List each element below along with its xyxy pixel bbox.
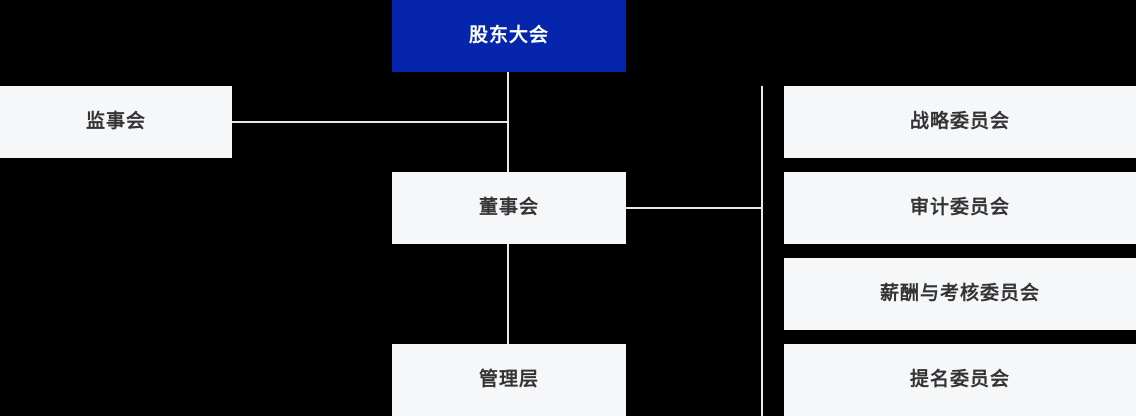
- node-board-of-directors-label: 董事会: [478, 196, 539, 218]
- connector-board-to-committee-trunk: [626, 207, 762, 209]
- node-shareholders-meeting-label: 股东大会: [468, 24, 549, 46]
- node-board-of-supervisors-label: 监事会: [85, 110, 146, 132]
- node-nomination-committee[interactable]: 提名委员会: [784, 344, 1136, 416]
- node-management[interactable]: 管理层: [392, 344, 626, 416]
- node-audit-committee-label: 审计委员会: [909, 196, 1010, 218]
- connector-board-to-management: [507, 244, 509, 344]
- node-nomination-committee-label: 提名委员会: [909, 368, 1010, 390]
- node-board-of-supervisors[interactable]: 监事会: [0, 86, 232, 158]
- connector-committee-trunk: [761, 86, 763, 416]
- node-strategy-committee[interactable]: 战略委员会: [784, 86, 1136, 158]
- node-management-label: 管理层: [478, 368, 539, 390]
- node-shareholders-meeting[interactable]: 股东大会: [392, 0, 626, 72]
- node-audit-committee[interactable]: 审计委员会: [784, 172, 1136, 244]
- connector-supervisors-to-spine: [232, 121, 509, 123]
- node-remuneration-committee-label: 薪酬与考核委员会: [879, 282, 1040, 304]
- node-board-of-directors[interactable]: 董事会: [392, 172, 626, 244]
- node-remuneration-committee[interactable]: 薪酬与考核委员会: [784, 258, 1136, 330]
- node-strategy-committee-label: 战略委员会: [909, 110, 1010, 132]
